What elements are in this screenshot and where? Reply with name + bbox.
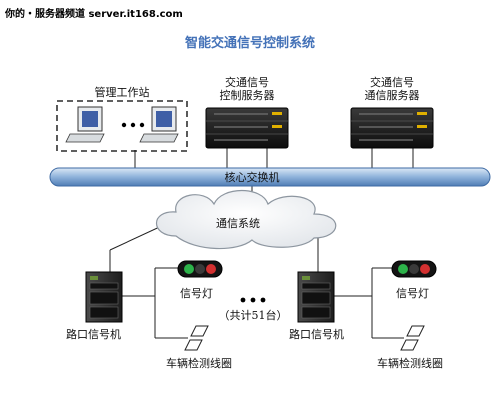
comm-server-icon <box>350 107 434 149</box>
workstation-group-outline <box>56 100 188 152</box>
control-server-icon <box>205 107 289 149</box>
left-signal-controller-icon <box>85 271 123 323</box>
diagram-title: 智能交通信号控制系统 <box>184 36 315 51</box>
network-cloud-icon <box>156 190 337 250</box>
control-server-label-line2: 控制服务器 <box>219 89 275 102</box>
workstation-computer-icon <box>65 106 105 143</box>
right-signal-controller-icon <box>297 271 335 323</box>
core-switch-bus <box>49 167 491 187</box>
connection-lines <box>109 148 414 339</box>
watermark: 你的・服务器频道 server.it168.com <box>5 9 183 20</box>
core-switch-label: 核心交换机 <box>224 171 280 184</box>
control-server-label-line1: 交通信号 <box>225 76 269 89</box>
right-detection-loop-label: 车辆检测线圈 <box>377 357 443 370</box>
workstation-computer-icon <box>139 106 179 143</box>
left-traffic-light-icon <box>177 260 223 278</box>
total-count-label: （共计51台） <box>218 309 288 322</box>
right-traffic-light-icon <box>391 260 437 278</box>
left-detection-loop-icon <box>184 325 209 351</box>
right-traffic-light-label: 信号灯 <box>396 287 429 300</box>
left-detection-loop-label: 车辆检测线圈 <box>166 357 232 370</box>
comm-server-label-line2: 通信服务器 <box>364 89 420 102</box>
left-traffic-light-label: 信号灯 <box>180 287 213 300</box>
comm-server-label-line1: 交通信号 <box>370 76 414 89</box>
right-detection-loop-icon <box>400 325 425 351</box>
left-controller-label: 路口信号机 <box>66 328 121 341</box>
right-controller-label: 路口信号机 <box>289 328 344 341</box>
ellipsis-icon <box>121 122 145 128</box>
more-intersections-ellipsis-icon <box>240 297 266 303</box>
workstation-label: 管理工作站 <box>94 86 150 99</box>
network-label: 通信系统 <box>216 217 260 230</box>
